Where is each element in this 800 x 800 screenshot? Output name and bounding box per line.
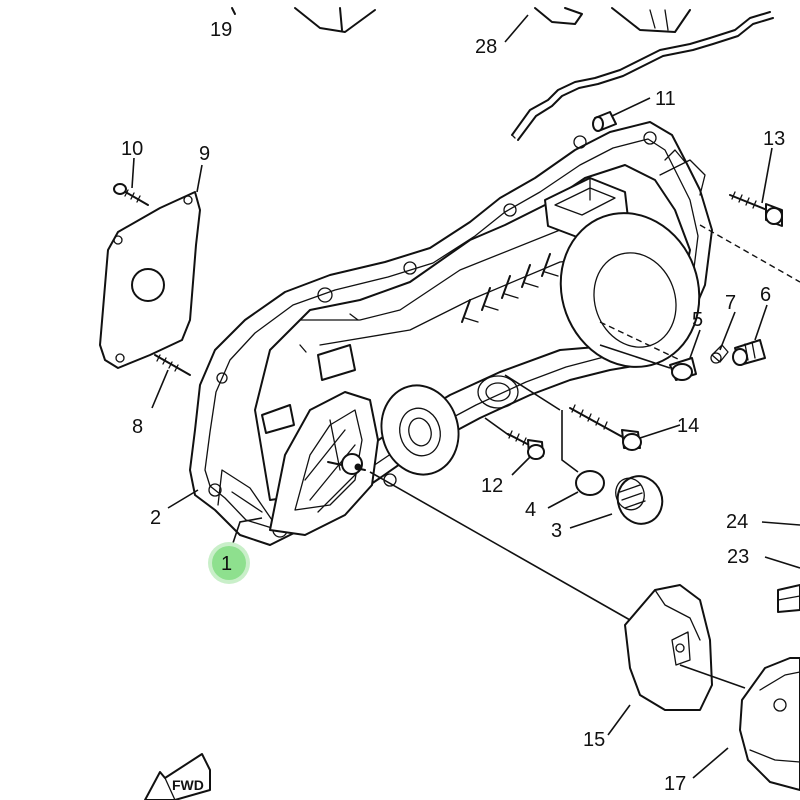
screw-10 [113,183,149,206]
callout-19: 19 [210,19,232,41]
crankcase-cover [189,121,713,546]
part-17 [739,657,800,791]
callout-12: 12 [481,475,503,497]
dowel-11 [592,111,617,132]
callout-8: 8 [132,416,143,438]
callout-13: 13 [763,128,785,150]
callout-24: 24 [726,511,748,533]
callout-leaders [131,14,800,779]
callout-4: 4 [525,499,536,521]
fwd-label: FWD [172,777,204,793]
callout-2: 2 [150,507,161,529]
cover-gasket [511,11,774,141]
callout-17: 17 [664,773,686,795]
callout-10: 10 [121,138,143,160]
highlight-marker [208,542,250,584]
callout-5: 5 [692,309,703,331]
bolt-13 [729,191,783,227]
part-23 [777,584,800,613]
assembly-guides [369,224,800,689]
callout-28: 28 [475,36,497,58]
callout-6: 6 [760,284,771,306]
bolt-12 [507,430,545,460]
callout-15: 15 [583,729,605,751]
plug-3 [615,475,664,525]
bolt-14 [569,404,642,451]
o-ring-4 [575,470,605,496]
fwd-arrow: FWD [144,753,211,800]
callout-7: 7 [725,292,736,314]
cover-plate [99,191,201,369]
top-partial-parts [231,7,691,33]
callout-23: 23 [727,546,749,568]
clip-7 [710,344,729,364]
callout-1: 1 [221,553,232,575]
callout-3: 3 [551,520,562,542]
bolt-5 [669,357,697,381]
callout-numbers: 1 2 3 4 5 6 7 8 9 10 11 12 13 14 15 17 1… [121,19,785,795]
side-cover-15 [624,584,713,711]
callout-14: 14 [677,415,699,437]
callout-9: 9 [199,143,210,165]
bolt-6 [732,339,766,366]
callout-11: 11 [655,88,676,110]
pin-8 [154,354,191,376]
